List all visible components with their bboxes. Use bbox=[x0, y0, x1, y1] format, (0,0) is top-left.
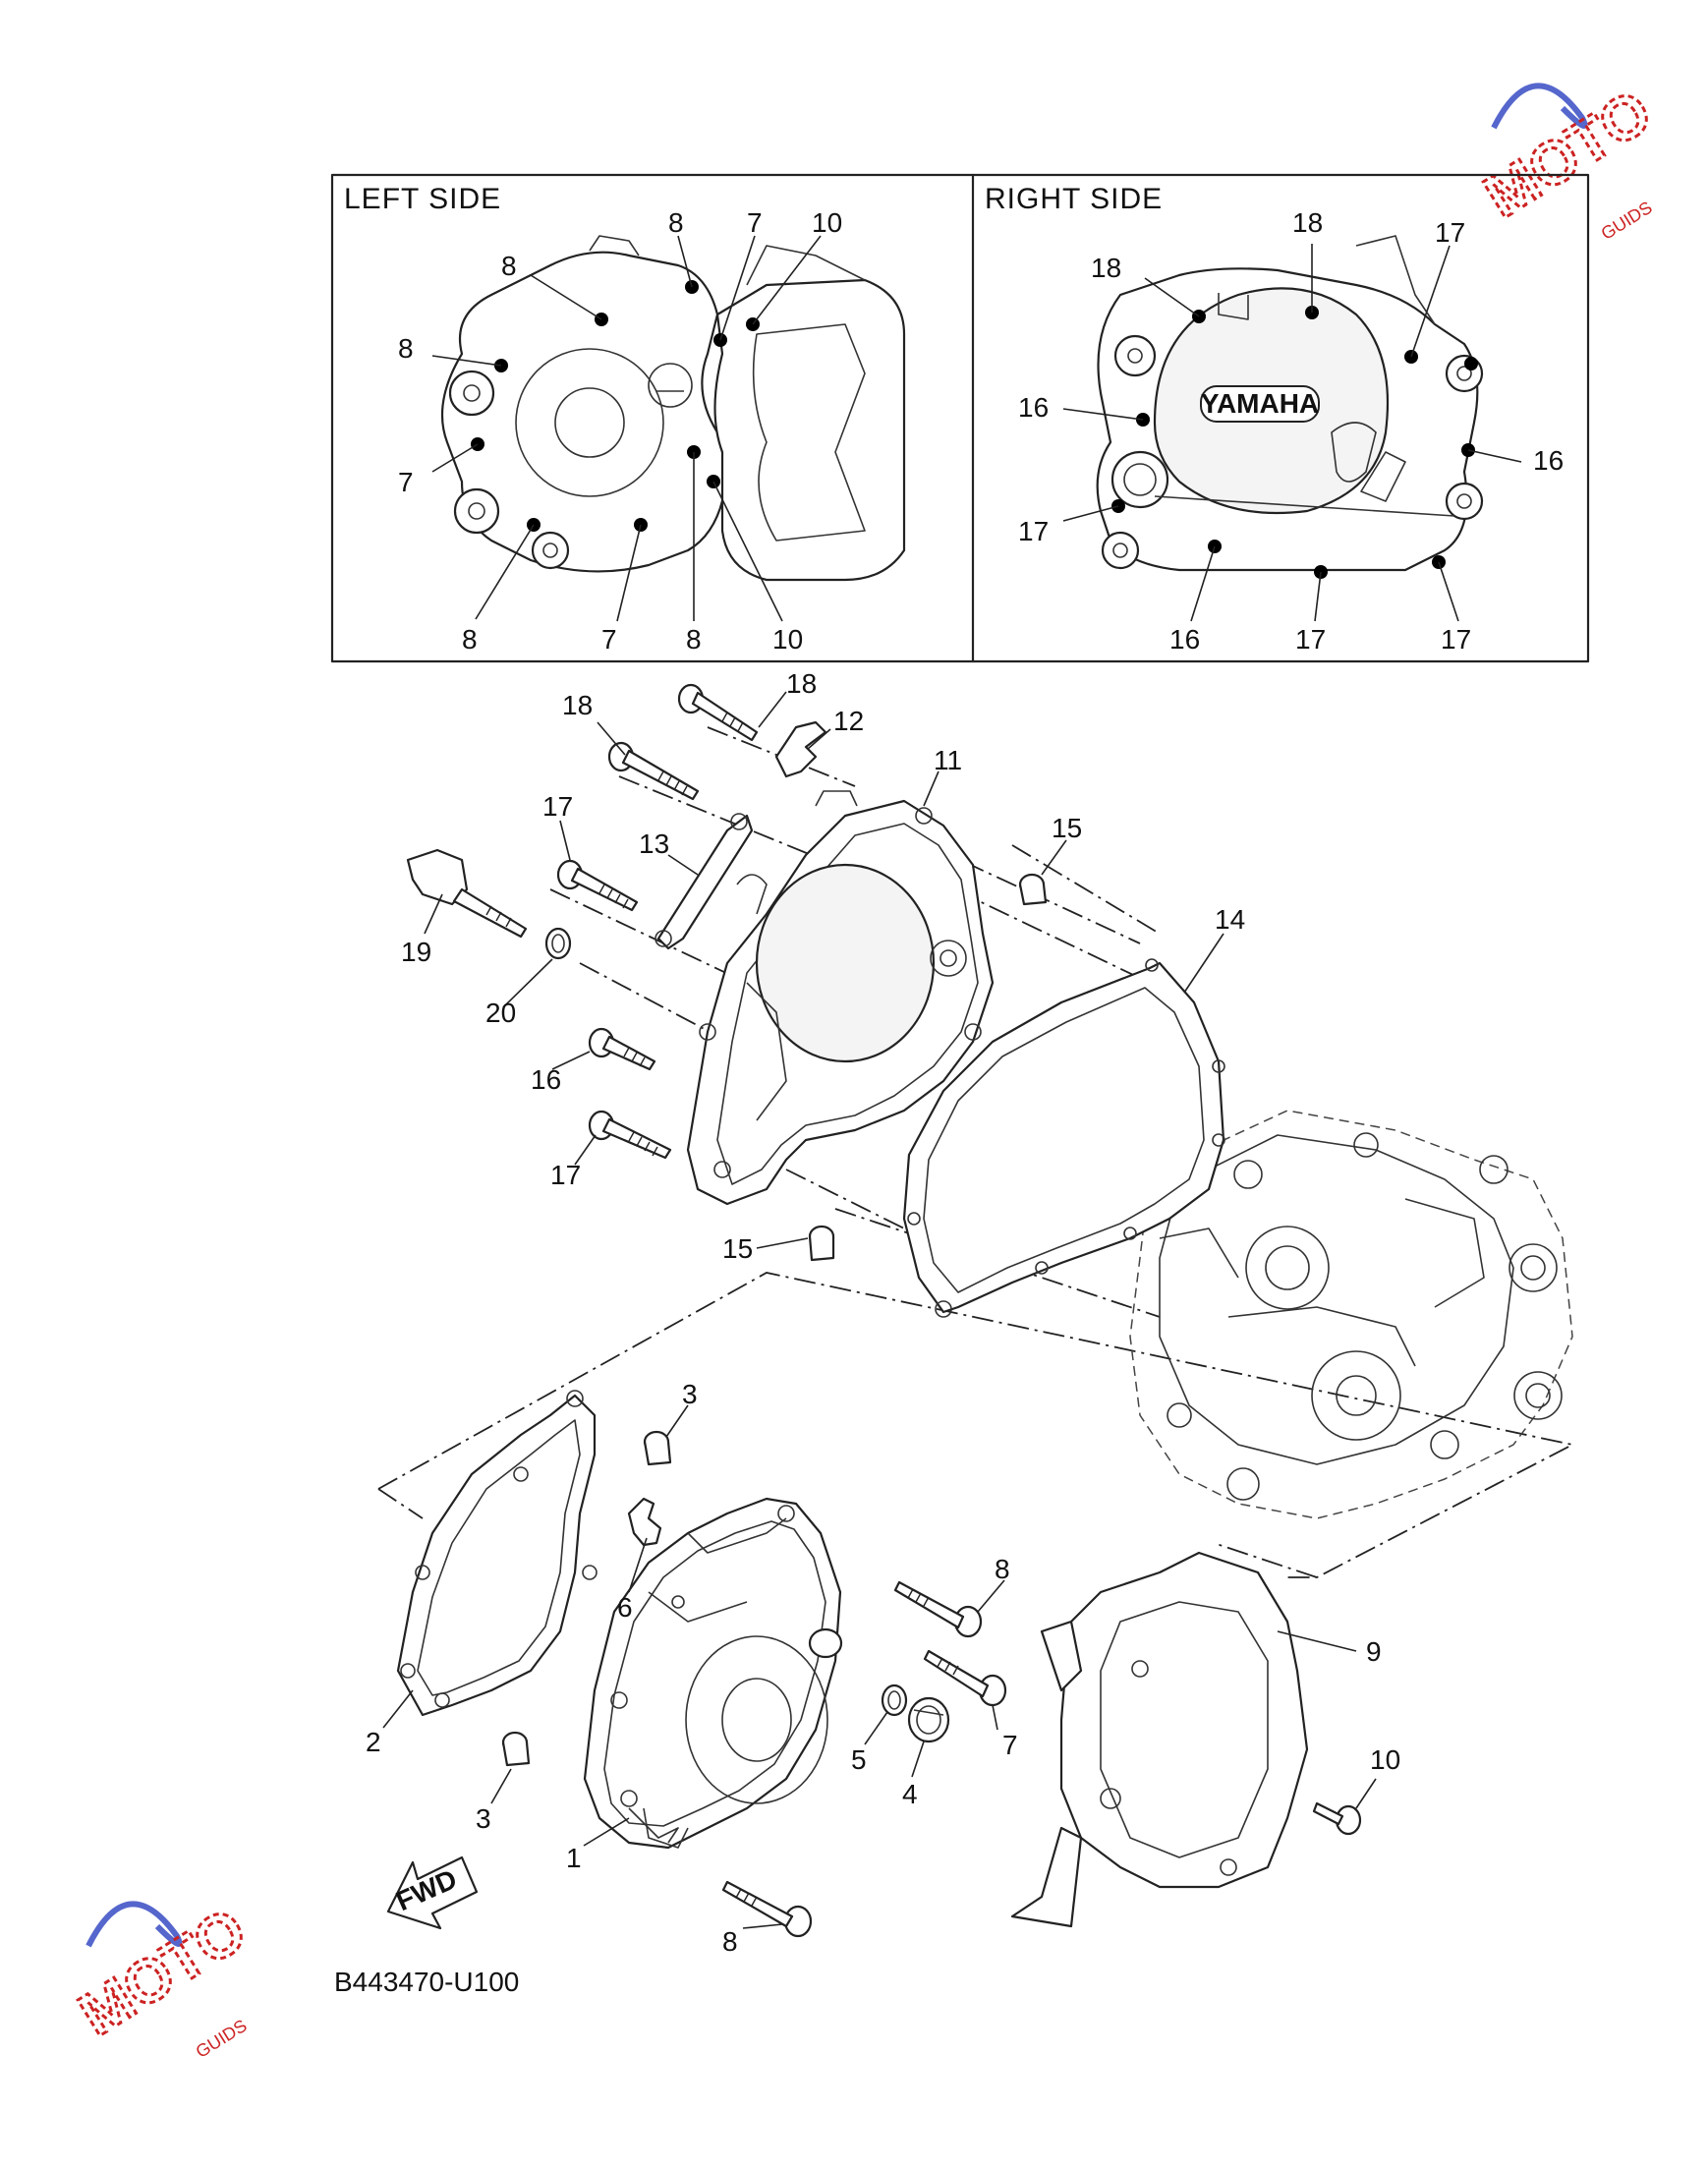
right-inset-callouts: 18 17 18 16 16 17 16 17 17 bbox=[1018, 207, 1564, 655]
callout-number: 16 bbox=[531, 1064, 561, 1095]
callout-number: 18 bbox=[1091, 253, 1121, 283]
callout-number: 7 bbox=[1002, 1730, 1018, 1760]
bolts-upper bbox=[556, 683, 759, 1160]
watermark-logo-bottom: MOTO GUIDS bbox=[67, 1894, 259, 2062]
callout-number: 20 bbox=[485, 998, 516, 1028]
callout-number: 7 bbox=[398, 467, 414, 497]
main-callout-leaders bbox=[382, 691, 1377, 1929]
callout-number: 10 bbox=[1370, 1744, 1400, 1775]
svg-text:GUIDS: GUIDS bbox=[1598, 198, 1656, 244]
callout-number: 8 bbox=[398, 333, 414, 364]
callout-number: 18 bbox=[1292, 207, 1323, 238]
callout-number: 6 bbox=[617, 1592, 633, 1623]
right-side-title: RIGHT SIDE bbox=[985, 183, 1163, 215]
crankcase-body bbox=[1129, 1110, 1573, 1519]
callout-number: 12 bbox=[833, 706, 864, 736]
plug-4 bbox=[907, 1696, 950, 1743]
svg-text:GUIDS: GUIDS bbox=[193, 2016, 251, 2062]
right-side-crankcase-view: YAMAHA bbox=[1062, 235, 1522, 622]
callout-number: 15 bbox=[722, 1233, 753, 1264]
callout-number: 8 bbox=[462, 624, 478, 655]
callout-number: 17 bbox=[1435, 217, 1465, 248]
callout-number: 18 bbox=[562, 690, 593, 720]
callout-number: 9 bbox=[1366, 1636, 1382, 1667]
main-callouts: 18 12 18 11 17 13 15 14 19 20 16 17 15 3… bbox=[366, 668, 1400, 1957]
dowel-3a bbox=[643, 1430, 672, 1466]
callout-number: 17 bbox=[542, 791, 573, 822]
callout-number: 3 bbox=[682, 1379, 698, 1409]
left-inset-callouts: 8 7 10 8 8 7 8 7 8 10 bbox=[398, 207, 842, 655]
crankcase-cover-11 bbox=[686, 790, 995, 1206]
callout-number: 16 bbox=[1169, 624, 1200, 655]
crankcase-plane-outline bbox=[377, 1272, 1575, 1578]
left-side-crankcase-view bbox=[431, 235, 906, 622]
callout-number: 2 bbox=[366, 1727, 381, 1757]
callout-number: 1 bbox=[566, 1843, 582, 1873]
callout-number: 4 bbox=[902, 1779, 918, 1809]
callout-number: 17 bbox=[1441, 624, 1471, 655]
gasket-14 bbox=[902, 958, 1225, 1318]
clip-6 bbox=[627, 1497, 662, 1547]
gasket-2 bbox=[396, 1390, 598, 1717]
bolts-lower bbox=[721, 1580, 1362, 1938]
dowel-15a bbox=[1018, 873, 1048, 906]
left-side-title: LEFT SIDE bbox=[344, 183, 501, 215]
callout-number: 18 bbox=[786, 668, 817, 699]
dowel-15b bbox=[808, 1225, 835, 1262]
crankcase-cover-1 bbox=[583, 1497, 843, 1850]
callout-number: 16 bbox=[1533, 445, 1564, 476]
callout-number: 16 bbox=[1018, 392, 1049, 423]
callout-number: 17 bbox=[550, 1160, 581, 1190]
o-ring-20 bbox=[544, 927, 572, 960]
callout-number: 8 bbox=[668, 207, 684, 238]
callout-number: 5 bbox=[851, 1744, 867, 1775]
dowel-3b bbox=[501, 1731, 531, 1767]
callout-number: 10 bbox=[812, 207, 842, 238]
callout-number: 8 bbox=[501, 251, 517, 281]
clip-12 bbox=[774, 720, 827, 778]
callout-number: 8 bbox=[995, 1554, 1010, 1584]
callout-number: 14 bbox=[1215, 904, 1245, 935]
watermark-logo-top: MOTO GUIDS bbox=[1472, 76, 1665, 244]
brand-badge bbox=[1200, 385, 1320, 423]
callout-number: 7 bbox=[747, 207, 763, 238]
fwd-arrow-icon: FWD bbox=[386, 1855, 479, 1930]
o-ring-5 bbox=[881, 1684, 908, 1717]
svg-text:YAMAHA: YAMAHA bbox=[1201, 388, 1319, 419]
bracket-13 bbox=[655, 813, 754, 950]
dipstick-19 bbox=[406, 848, 528, 939]
callout-number: 19 bbox=[401, 937, 431, 967]
callout-number: 10 bbox=[772, 624, 803, 655]
callout-number: 11 bbox=[934, 745, 962, 775]
callout-number: 7 bbox=[601, 624, 617, 655]
diagram-code-label: B443470-U100 bbox=[334, 1967, 519, 1997]
callout-number: 17 bbox=[1018, 516, 1049, 546]
sprocket-cover-9 bbox=[1010, 1551, 1309, 1928]
callout-number: 3 bbox=[476, 1803, 491, 1834]
inset-panels: LEFT SIDE RIGHT SIDE bbox=[330, 173, 1590, 663]
callout-number: 8 bbox=[686, 624, 702, 655]
callout-number: 15 bbox=[1052, 813, 1082, 843]
callout-number: 13 bbox=[639, 828, 669, 859]
callout-number: 8 bbox=[722, 1926, 738, 1957]
callout-number: 17 bbox=[1295, 624, 1326, 655]
